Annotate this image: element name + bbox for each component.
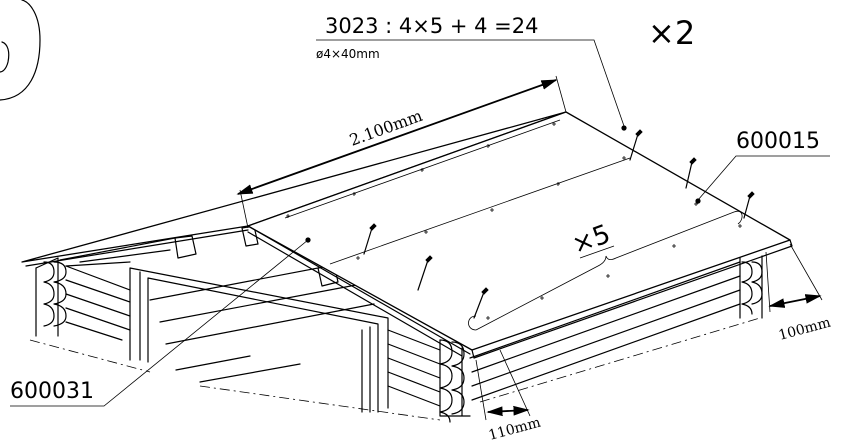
screw-icons bbox=[363, 129, 755, 319]
roof bbox=[21, 111, 793, 359]
screw-size-label: ø4×40mm bbox=[316, 47, 380, 61]
row-bracket bbox=[468, 210, 743, 331]
front-dimension-line bbox=[486, 405, 530, 417]
length-dimension-label: 2.100mm bbox=[347, 106, 425, 150]
leader-600031 bbox=[10, 239, 309, 407]
part-number-600015: 600015 bbox=[736, 129, 820, 154]
screw-formula-label: 3023 : 4×5 + 4 =24 bbox=[325, 14, 539, 38]
front-dimension-label: 110mm bbox=[487, 415, 543, 444]
side-dimension-label: 100mm bbox=[777, 315, 833, 344]
leader-screws bbox=[316, 39, 625, 127]
leader-600015 bbox=[697, 155, 830, 201]
step-circle-fragment bbox=[0, 0, 41, 101]
part-number-600031: 600031 bbox=[10, 379, 94, 404]
side-dimension-line bbox=[768, 294, 822, 308]
step-number-fragment bbox=[0, 41, 10, 73]
multiplier-top-label: ×2 bbox=[648, 14, 695, 52]
length-dimension-line bbox=[236, 79, 558, 195]
